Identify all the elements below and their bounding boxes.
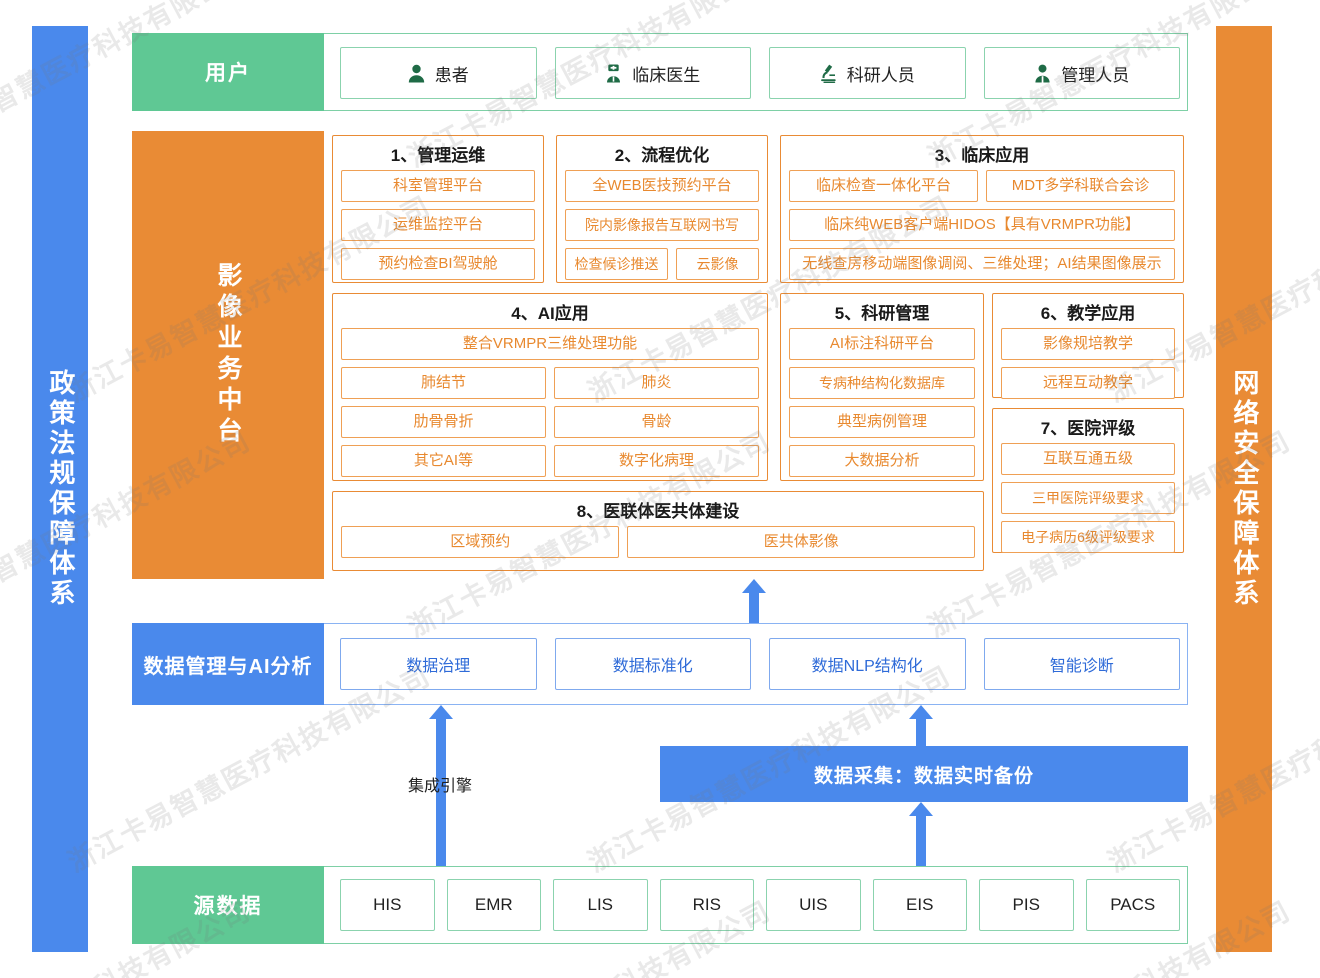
source-chip-lis[interactable]: LIS bbox=[553, 879, 648, 931]
dm-chip-standardization[interactable]: 数据标准化 bbox=[554, 638, 751, 690]
group-3-clinical-application: 3、临床应用 临床检查一体化平台 MDT多学科联合会诊 临床纯WEB客户端HID… bbox=[780, 135, 1184, 283]
group-2-process-optimization: 2、流程优化 全WEB医技预约平台 院内影像报告互联网书写 检查候诊推送 云影像 bbox=[556, 135, 768, 283]
integration-engine-label: 集成引擎 bbox=[407, 778, 472, 795]
group-item[interactable]: 互联互通五级 bbox=[1001, 443, 1175, 475]
group-item[interactable]: 其它AI等 bbox=[341, 445, 546, 477]
source-data-list: HIS EMR LIS RIS UIS EIS PIS PACS bbox=[340, 879, 1180, 931]
source-chip-pacs[interactable]: PACS bbox=[1085, 879, 1180, 931]
doctor-icon bbox=[605, 64, 622, 83]
group-item[interactable]: 专病种结构化数据库 bbox=[789, 367, 975, 399]
source-chip-ris[interactable]: RIS bbox=[659, 879, 754, 931]
platform-band-label: 影像业务中台 bbox=[132, 131, 324, 579]
user-chip-manager[interactable]: 管理人员 bbox=[983, 47, 1180, 99]
arrow-to-consortium bbox=[742, 579, 766, 623]
group-item[interactable]: 院内影像报告互联网书写 bbox=[565, 209, 759, 241]
group-item[interactable]: 无线查房移动端图像调阅、三维处理；AI结果图像展示 bbox=[789, 248, 1175, 280]
source-chip-emr[interactable]: EMR bbox=[446, 879, 541, 931]
group-item[interactable]: 远程互动教学 bbox=[1001, 367, 1175, 399]
group-item[interactable]: 大数据分析 bbox=[789, 445, 975, 477]
group-item[interactable]: 科室管理平台 bbox=[341, 170, 535, 202]
group-item[interactable]: 医共体影像 bbox=[627, 526, 975, 558]
arrow-source-to-collection bbox=[909, 802, 933, 866]
group-5-research-management: 5、科研管理 AI标注科研平台 专病种结构化数据库 典型病例管理 大数据分析 bbox=[780, 293, 984, 481]
group-item[interactable]: 骨龄 bbox=[554, 406, 759, 438]
arrow-integration-engine bbox=[429, 705, 453, 866]
source-chip-eis[interactable]: EIS bbox=[872, 879, 967, 931]
user-chip-clinician[interactable]: 临床医生 bbox=[554, 47, 751, 99]
group-title: 7、医院评级 bbox=[1040, 419, 1136, 438]
user-chip-label: 患者 bbox=[434, 65, 469, 85]
patient-icon bbox=[408, 64, 425, 83]
group-4-ai-application: 4、AI应用 整合VRMPR三维处理功能 肺结节 肺炎 肋骨骨折 骨龄 其它AI… bbox=[332, 293, 768, 481]
group-8-medical-consortium: 8、医联体医共体建设 区域预约 医共体影像 bbox=[332, 491, 984, 571]
source-chip-his[interactable]: HIS bbox=[340, 879, 435, 931]
data-management-band-label: 数据管理与AI分析 bbox=[132, 623, 324, 705]
user-chip-label: 科研人员 bbox=[846, 65, 915, 85]
group-item[interactable]: 典型病例管理 bbox=[789, 406, 975, 438]
platform-groups: 1、管理运维 科室管理平台 运维监控平台 预约检查BI驾驶舱 2、流程优化 全W… bbox=[332, 135, 1184, 575]
group-item[interactable]: 电子病历6级评级要求 bbox=[1001, 521, 1175, 553]
group-item[interactable]: 临床纯WEB客户端HIDOS【具有VRMPR功能】 bbox=[789, 209, 1175, 241]
group-item[interactable]: 三甲医院评级要求 bbox=[1001, 482, 1175, 514]
user-chip-patient[interactable]: 患者 bbox=[340, 47, 537, 99]
dm-chip-nlp-structuring[interactable]: 数据NLP结构化 bbox=[769, 638, 966, 690]
arrow-collection-to-dm bbox=[909, 705, 933, 748]
group-1-management-ops: 1、管理运维 科室管理平台 运维监控平台 预约检查BI驾驶舱 bbox=[332, 135, 544, 283]
group-6-teaching-application: 6、教学应用 影像规培教学 远程互动教学 bbox=[992, 293, 1184, 399]
group-title: 2、流程优化 bbox=[614, 146, 710, 165]
security-pillar: 网络安全保障体系 bbox=[1216, 26, 1272, 952]
group-item[interactable]: AI标注科研平台 bbox=[789, 328, 975, 360]
group-item[interactable]: 全WEB医技预约平台 bbox=[565, 170, 759, 202]
security-pillar-label: 网络安全保障体系 bbox=[1229, 369, 1260, 609]
group-item[interactable]: MDT多学科联合会诊 bbox=[986, 170, 1175, 202]
dm-chip-intelligent-diagnosis[interactable]: 智能诊断 bbox=[983, 638, 1180, 690]
group-item[interactable]: 检查候诊推送 bbox=[565, 248, 669, 280]
group-title: 6、教学应用 bbox=[1040, 304, 1136, 323]
source-data-band-label: 源数据 bbox=[132, 866, 324, 944]
user-chip-researcher[interactable]: 科研人员 bbox=[769, 47, 966, 99]
users-list: 患者 临床医生 科研人员 管理人员 bbox=[340, 47, 1180, 99]
group-item[interactable]: 数字化病理 bbox=[554, 445, 759, 477]
source-chip-uis[interactable]: UIS bbox=[766, 879, 861, 931]
group-item[interactable]: 肺结节 bbox=[341, 367, 546, 399]
group-title: 1、管理运维 bbox=[390, 146, 486, 165]
data-collection-bar: 数据采集：数据实时备份 bbox=[660, 746, 1188, 802]
group-7-hospital-rating: 7、医院评级 互联互通五级 三甲医院评级要求 电子病历6级评级要求 bbox=[992, 408, 1184, 553]
group-item[interactable]: 临床检查一体化平台 bbox=[789, 170, 978, 202]
policy-pillar-label: 政策法规保障体系 bbox=[45, 369, 76, 609]
source-chip-pis[interactable]: PIS bbox=[979, 879, 1074, 931]
group-title: 5、科研管理 bbox=[834, 304, 930, 323]
group-item[interactable]: 影像规培教学 bbox=[1001, 328, 1175, 360]
user-chip-label: 临床医生 bbox=[632, 65, 701, 85]
microscope-icon bbox=[820, 64, 837, 83]
group-item[interactable]: 肋骨骨折 bbox=[341, 406, 546, 438]
data-management-list: 数据治理 数据标准化 数据NLP结构化 智能诊断 bbox=[340, 638, 1180, 690]
user-chip-label: 管理人员 bbox=[1061, 65, 1130, 85]
group-title: 8、医联体医共体建设 bbox=[576, 502, 740, 521]
dm-chip-governance[interactable]: 数据治理 bbox=[340, 638, 537, 690]
users-band-label: 用户 bbox=[132, 33, 324, 111]
group-item[interactable]: 云影像 bbox=[676, 248, 759, 280]
group-item[interactable]: 区域预约 bbox=[341, 526, 620, 558]
data-collection-label: 数据采集：数据实时备份 bbox=[813, 765, 1034, 787]
group-item[interactable]: 预约检查BI驾驶舱 bbox=[341, 248, 535, 280]
group-title: 4、AI应用 bbox=[511, 304, 589, 323]
group-item[interactable]: 肺炎 bbox=[554, 367, 759, 399]
group-item[interactable]: 运维监控平台 bbox=[341, 209, 535, 241]
group-item[interactable]: 整合VRMPR三维处理功能 bbox=[341, 328, 759, 360]
policy-pillar: 政策法规保障体系 bbox=[32, 26, 88, 952]
manager-icon bbox=[1034, 64, 1051, 83]
group-title: 3、临床应用 bbox=[934, 146, 1030, 165]
